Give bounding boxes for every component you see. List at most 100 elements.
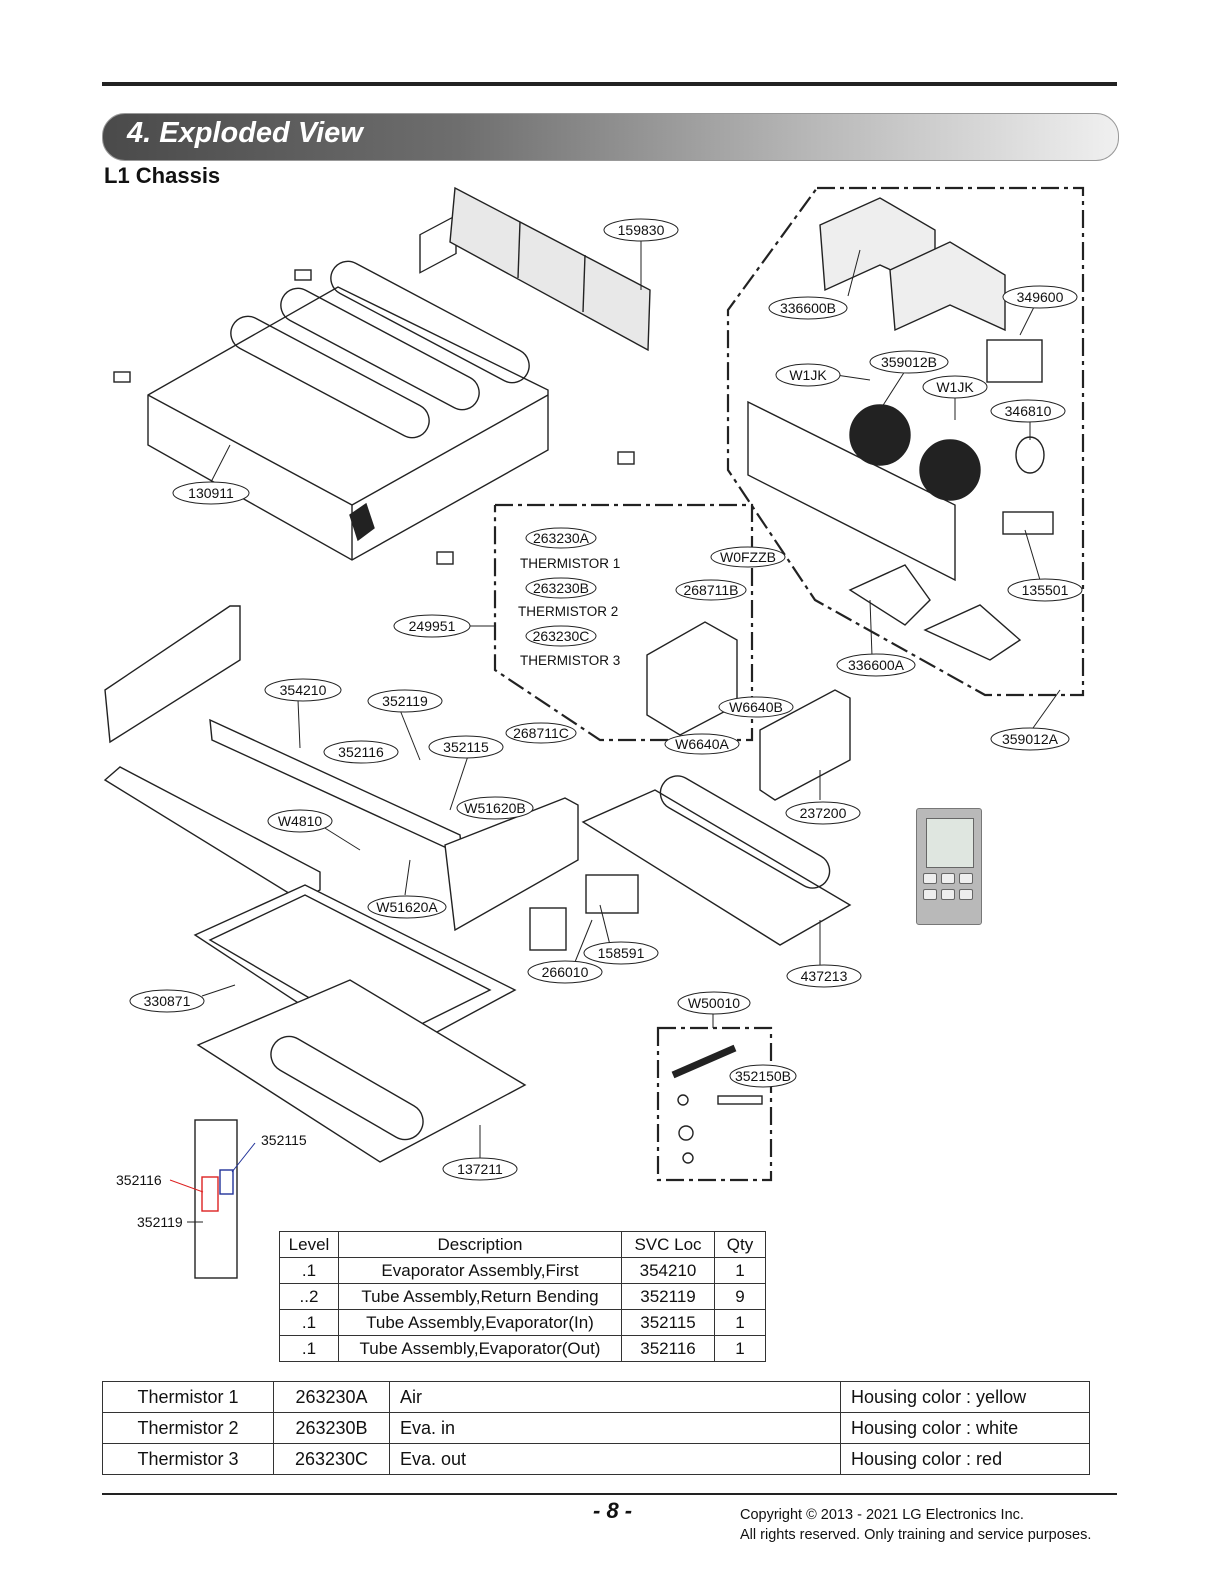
lower-housing-part bbox=[923, 604, 1022, 661]
callout-237200: 237200 bbox=[800, 805, 847, 821]
copyright-line-1: Copyright © 2013 - 2021 LG Electronics I… bbox=[740, 1507, 1024, 1523]
fan-housing-part bbox=[819, 197, 1006, 332]
callout-346810: 346810 bbox=[1005, 403, 1052, 419]
callout-268711C: 268711C bbox=[513, 725, 569, 741]
remote-button bbox=[959, 873, 973, 884]
fan-motor-part bbox=[1015, 436, 1045, 474]
leader-lines bbox=[169, 240, 1061, 1223]
chassis-subtitle: L1 Chassis bbox=[104, 163, 221, 188]
remote-controller-image bbox=[916, 808, 982, 925]
bracket-part bbox=[103, 766, 321, 901]
motor-mount-part bbox=[986, 339, 1043, 383]
remote-button bbox=[923, 889, 937, 900]
callout-249951: 249951 bbox=[409, 618, 456, 634]
bottom-rule bbox=[102, 1493, 1117, 1495]
callout-352115: 352115 bbox=[443, 739, 489, 755]
callout-336600B: 336600B bbox=[780, 300, 836, 316]
clip-part bbox=[113, 371, 131, 383]
motor-clamp-part bbox=[1002, 511, 1054, 535]
thermistor-1-label: THERMISTOR 1 bbox=[520, 556, 620, 571]
remote-button bbox=[923, 873, 937, 884]
callout-359012B: 359012B bbox=[881, 354, 937, 370]
drain-pump-part bbox=[585, 874, 639, 914]
callout-354210: 354210 bbox=[280, 682, 327, 698]
control-box-part bbox=[646, 621, 738, 736]
cover-part bbox=[759, 689, 851, 801]
callout-W4810: W4810 bbox=[278, 813, 323, 829]
col-qty: Qty bbox=[714, 1231, 766, 1258]
callout-130911: 130911 bbox=[188, 485, 234, 501]
clamp-part bbox=[678, 1125, 694, 1141]
table-row: Thermistor 3 263230C Eva. out Housing co… bbox=[102, 1443, 1090, 1475]
blower-wheel-part bbox=[919, 439, 981, 501]
callout-268711B: 268711B bbox=[683, 582, 738, 598]
lower-housing-part bbox=[848, 564, 931, 626]
detail-label-352116: 352116 bbox=[116, 1172, 162, 1188]
remote-button bbox=[941, 873, 955, 884]
air-filter-part bbox=[449, 186, 651, 352]
pump-bracket-part bbox=[529, 907, 567, 951]
callout-359012A: 359012A bbox=[1002, 731, 1059, 747]
remote-screen bbox=[926, 818, 974, 868]
clip-part bbox=[617, 451, 635, 465]
screw-part bbox=[682, 1152, 694, 1164]
table-row: Thermistor 1 263230A Air Housing color :… bbox=[102, 1381, 1090, 1413]
callout-349600: 349600 bbox=[1017, 289, 1064, 305]
thermistor-2-label: THERMISTOR 2 bbox=[518, 604, 618, 619]
section-title: 4. Exploded View bbox=[127, 117, 363, 149]
callout-263230A: 263230A bbox=[533, 530, 590, 546]
col-level: Level bbox=[279, 1231, 339, 1258]
callout-159830: 159830 bbox=[618, 222, 665, 238]
table-row: .1 Tube Assembly,Evaporator(Out) 352116 … bbox=[279, 1335, 766, 1362]
clip-part bbox=[436, 551, 454, 565]
callout-352119: 352119 bbox=[382, 693, 428, 709]
table-row: .1 Evaporator Assembly,First 354210 1 bbox=[279, 1257, 766, 1284]
section-header-bar bbox=[102, 113, 1119, 161]
callout-W50010: W50010 bbox=[688, 995, 740, 1011]
callout-352150B: 352150B bbox=[735, 1068, 791, 1084]
evaporator-parts-table: Level Description SVC Loc Qty .1 Evapora… bbox=[279, 1231, 766, 1362]
rear-panel-part bbox=[747, 400, 956, 582]
callout-W1JK: W1JK bbox=[936, 379, 974, 395]
callout-263230B: 263230B bbox=[533, 580, 589, 596]
table-row: Thermistor 2 263230B Eva. in Housing col… bbox=[102, 1412, 1090, 1444]
table-row: .1 Tube Assembly,Evaporator(In) 352115 1 bbox=[279, 1309, 766, 1336]
callout-158591: 158591 bbox=[598, 945, 645, 961]
callout-W6640A: W6640A bbox=[675, 736, 729, 752]
col-svc-loc: SVC Loc bbox=[621, 1231, 715, 1258]
callout-266010: 266010 bbox=[542, 964, 589, 980]
callout-W51620B: W51620B bbox=[464, 800, 525, 816]
callout-330871: 330871 bbox=[144, 993, 191, 1009]
remote-button bbox=[941, 889, 955, 900]
page-number: - 8 - bbox=[593, 1498, 633, 1523]
remote-button bbox=[959, 889, 973, 900]
callout-352116: 352116 bbox=[338, 744, 384, 760]
callout-263230C: 263230C bbox=[533, 628, 590, 644]
drain-hose-part bbox=[671, 1044, 737, 1079]
callout-W51620A: W51620A bbox=[376, 899, 438, 915]
blower-wheel-part bbox=[849, 404, 911, 466]
plug-part bbox=[717, 1095, 763, 1105]
callout-437213: 437213 bbox=[801, 968, 848, 984]
washer-part bbox=[677, 1094, 689, 1106]
callout-135501: 135501 bbox=[1022, 582, 1069, 598]
col-description: Description bbox=[338, 1231, 622, 1258]
callout-137211: 137211 bbox=[457, 1161, 503, 1177]
side-panel-part bbox=[104, 605, 241, 744]
clip-part bbox=[294, 269, 312, 281]
top-cabinet-part bbox=[147, 214, 549, 561]
partition-panel-part bbox=[444, 797, 579, 932]
table-header-row: Level Description SVC Loc Qty bbox=[279, 1231, 766, 1258]
tube-in-marker bbox=[219, 1169, 234, 1195]
callout-W1JK: W1JK bbox=[789, 367, 827, 383]
copyright: Copyright © 2013 - 2021 LG Electronics I… bbox=[740, 1505, 1091, 1545]
base-pan-part bbox=[196, 979, 527, 1163]
tube-out-marker bbox=[201, 1176, 219, 1212]
detail-label-352115: 352115 bbox=[261, 1132, 307, 1148]
callout-336600A: 336600A bbox=[848, 657, 905, 673]
thermistor-3-label: THERMISTOR 3 bbox=[520, 653, 620, 668]
callout-W6640B: W6640B bbox=[729, 699, 783, 715]
bottom-plate-part bbox=[581, 775, 852, 946]
table-row: ..2 Tube Assembly,Return Bending 352119 … bbox=[279, 1283, 766, 1310]
